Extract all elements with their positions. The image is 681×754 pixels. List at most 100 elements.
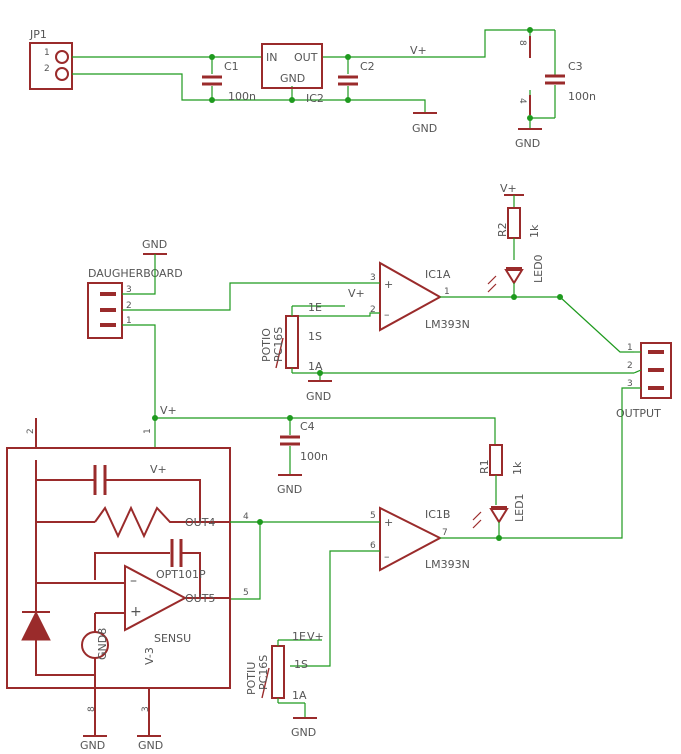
svg-text:V+: V+ (150, 463, 167, 476)
svg-text:V+: V+ (307, 630, 324, 643)
r1-resistor: R1 1k (478, 444, 524, 505)
sensu-label: SENSU (154, 632, 191, 645)
svg-text:GND: GND (80, 739, 105, 752)
svg-text:1S: 1S (294, 658, 308, 671)
svg-text:2: 2 (26, 428, 36, 434)
sensu-out4: OUT4 (185, 516, 215, 529)
jp1-pin2: 2 (44, 64, 50, 74)
vplus-net-label-top: V+ (410, 44, 427, 57)
c4-label: C4 (300, 420, 315, 433)
ic2-in: IN (266, 51, 277, 64)
output-connector: 1 2 3 OUTPUT (616, 342, 672, 420)
svg-text:1S: 1S (308, 330, 322, 343)
c3-capacitor: 8 4 C3 100n (517, 36, 596, 115)
svg-text:–: – (384, 308, 390, 321)
led0-label: LED0 (532, 254, 545, 283)
ic1b-comparator: + – 5 6 7 IC1B LM393N (370, 506, 470, 572)
gnd-symbol-ic2: GND (412, 112, 437, 135)
svg-text:V+: V+ (500, 182, 517, 195)
ic1b-type: LM393N (425, 558, 470, 571)
svg-text:6: 6 (370, 541, 376, 551)
r2-value: 1k (528, 224, 541, 238)
led0-diode: LED0 (487, 254, 545, 297)
svg-text:5: 5 (243, 588, 249, 598)
svg-text:3: 3 (627, 379, 633, 389)
c1-capacitor: C1 100n (202, 60, 256, 103)
svg-text:2: 2 (370, 305, 376, 315)
ic1a-label: IC1A (425, 268, 451, 281)
ic1a-comparator: + – 3 2 1 IC1A LM393N (370, 261, 470, 332)
gnd-symbol-c3: GND (515, 128, 542, 150)
svg-text:GND: GND (291, 726, 316, 739)
potio-potentiometer: 1E 1S 1A POTIO PC16S GND (260, 301, 345, 403)
svg-text:–: – (384, 550, 390, 563)
daugherboard-connector: DAUGHERBOARD 3 2 1 (87, 267, 183, 339)
svg-text:1: 1 (444, 287, 450, 297)
svg-text:5: 5 (370, 511, 376, 521)
sensu-out5: OUT5 (185, 592, 215, 605)
sensu-ic-label: OPT101P (156, 568, 206, 581)
potio-type: PC16S (272, 327, 285, 362)
jp1-pin1: 1 (44, 48, 50, 58)
c4-capacitor: C4 100n GND (277, 418, 328, 496)
svg-text:1A: 1A (308, 360, 323, 373)
svg-text:2: 2 (126, 301, 132, 311)
svg-text:3: 3 (126, 285, 132, 295)
svg-text:GND: GND (515, 137, 540, 150)
ic2-gnd: GND (280, 72, 305, 85)
svg-text:GND: GND (142, 238, 167, 251)
r2-label: R2 (496, 222, 509, 237)
led1-label: LED1 (513, 493, 526, 522)
c4-value: 100n (300, 450, 328, 463)
output-label: OUTPUT (616, 407, 661, 420)
c1-label: C1 (224, 60, 239, 73)
ic2-out: OUT (294, 51, 318, 64)
svg-text:7: 7 (442, 528, 448, 538)
svg-text:2: 2 (627, 361, 633, 371)
daugherboard-label: DAUGHERBOARD (88, 267, 183, 280)
ic1b-label: IC1B (425, 508, 450, 521)
led1-diode: LED1 (472, 493, 526, 538)
svg-text:8: 8 (87, 706, 97, 712)
r2-resistor: V+ R2 1k (496, 182, 541, 260)
ic2-regulator: IN OUT GND IC2 (261, 43, 324, 105)
potiu-potentiometer: 1E V+ 1S 1A POTIU PC16S GND (245, 630, 324, 739)
svg-text:1E: 1E (308, 301, 322, 314)
svg-text:4: 4 (243, 512, 249, 522)
r1-value: 1k (511, 461, 524, 475)
comparator-section: DAUGHERBOARD 3 2 1 GND V+ R2 1k (87, 182, 672, 739)
potiu-label: POTIU (245, 662, 258, 695)
svg-text:GND: GND (138, 739, 163, 752)
sensu-module: 2 1 8 3 GND GND 4 5 V+ – + (6, 418, 260, 752)
svg-text:1: 1 (627, 343, 633, 353)
c2-capacitor: C2 (338, 60, 375, 86)
gnd-symbol-daugherboard: GND (142, 238, 167, 255)
svg-text:V-3: V-3 (143, 647, 156, 665)
c3-pin4: 4 (517, 98, 527, 104)
svg-text:–: – (130, 573, 137, 589)
c1-value: 100n (228, 90, 256, 103)
c3-pin8: 8 (517, 40, 527, 46)
svg-text:1E: 1E (292, 630, 306, 643)
svg-text:1: 1 (126, 316, 132, 326)
svg-text:+: + (384, 278, 393, 291)
svg-text:+: + (130, 604, 142, 620)
svg-text:GND: GND (306, 390, 331, 403)
svg-text:3: 3 (370, 273, 376, 283)
svg-text:1: 1 (143, 428, 153, 434)
svg-text:GND8: GND8 (96, 628, 109, 660)
svg-text:V+: V+ (348, 287, 365, 300)
jp1-connector: JP1 1 2 (29, 28, 73, 90)
svg-text:1A: 1A (292, 689, 307, 702)
svg-text:V+: V+ (160, 404, 177, 417)
c3-label: C3 (568, 60, 583, 73)
jp1-label: JP1 (29, 28, 47, 41)
svg-text:GND: GND (277, 483, 302, 496)
svg-text:3: 3 (141, 706, 151, 712)
c3-value: 100n (568, 90, 596, 103)
r1-label: R1 (478, 459, 491, 474)
svg-text:+: + (384, 516, 393, 529)
ic2-label: IC2 (306, 92, 324, 105)
svg-text:GND: GND (412, 122, 437, 135)
